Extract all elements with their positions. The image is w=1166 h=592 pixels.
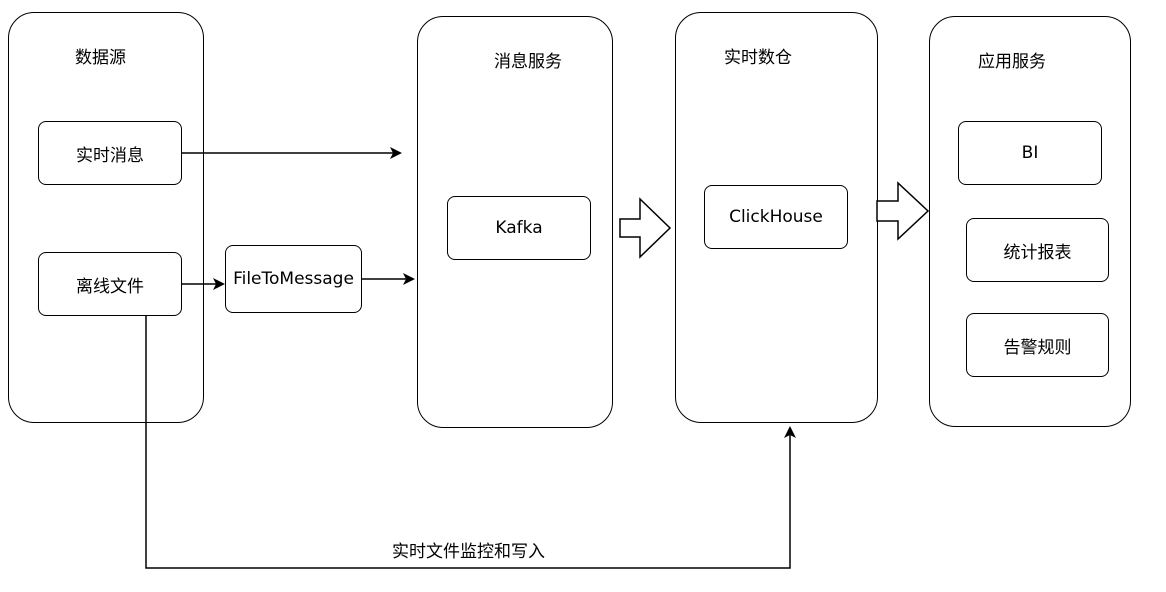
block-arrow-warehouse-to-app [876,181,930,241]
data-source-title: 数据源 [75,48,126,68]
block-arrow-message-to-warehouse [619,197,672,259]
bi-node: BI [958,121,1102,185]
kafka-node: Kafka [447,196,591,260]
file-to-message-node: FileToMessage [225,245,362,313]
stat-report-node: 统计报表 [966,218,1109,282]
alert-rule-node: 告警规则 [966,313,1109,377]
app-service-title: 应用服务 [978,52,1046,72]
realtime-warehouse-title: 实时数仓 [724,48,792,68]
realtime-message-node: 实时消息 [38,121,182,185]
edge-file-monitor-to-warehouse [145,316,796,569]
data-source-group: 数据源 [8,12,204,423]
clickhouse-node: ClickHouse [704,185,848,249]
message-service-title: 消息服务 [494,52,562,72]
file-monitor-label: 实时文件监控和写入 [392,542,545,562]
offline-file-node: 离线文件 [38,252,182,316]
